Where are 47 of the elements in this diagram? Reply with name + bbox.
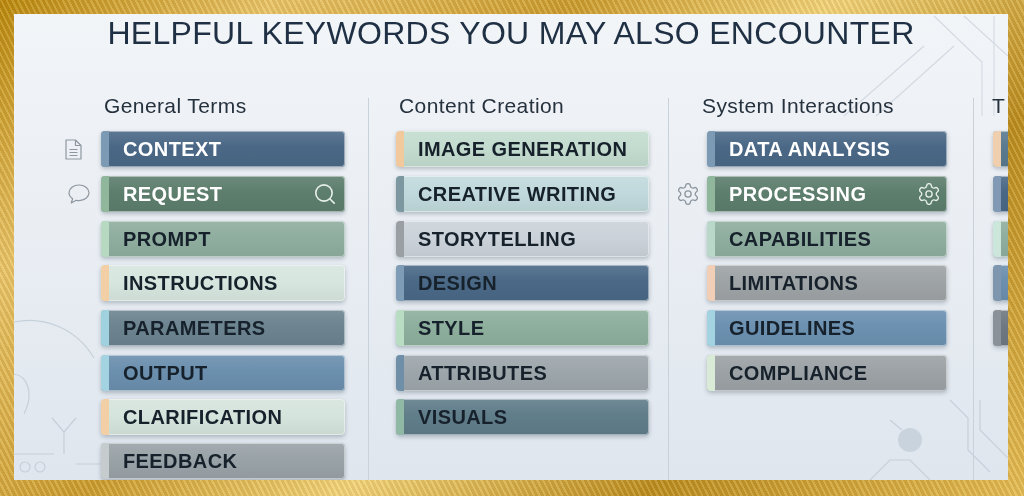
keyword-text: STORYTELLING [418, 227, 577, 251]
keyword-text: PROMPT [123, 227, 211, 251]
keyword-bar [101, 443, 345, 479]
keyword-bar [101, 355, 345, 391]
keyword-text: LIMITATIONS [729, 271, 859, 295]
column-heading: T [992, 94, 1006, 118]
keyword-text: DATA ANALYSIS [729, 137, 891, 161]
keyword-bar [707, 131, 947, 167]
keyword-text: GUIDELINES [729, 316, 856, 340]
column-heading: General Terms [104, 94, 247, 118]
keyword-text: PROCESSING [729, 182, 867, 206]
keyword-bar [707, 310, 947, 346]
keyword-bar [396, 176, 649, 212]
keyword-text: FEEDBACK [123, 449, 238, 473]
keyword-text: VISUALS [418, 405, 508, 429]
keyword-bar [101, 265, 345, 301]
keyword-bar [396, 131, 649, 167]
keyword-text: CLARIFICATION [123, 405, 283, 429]
keyword-bar [396, 310, 649, 346]
column-heading: Content Creation [399, 94, 565, 118]
keyword-text: CREATIVE WRITING [418, 182, 617, 206]
keyword-text: CAPABILITIES [729, 227, 872, 251]
keyword-bar [396, 265, 649, 301]
keyword-text: REQUEST [123, 182, 223, 206]
keyword-bar [101, 221, 345, 257]
keyword-text: IMAGE GENERATION [418, 137, 628, 161]
keyword-bar [396, 355, 649, 391]
keyword-bar [396, 221, 649, 257]
keyword-bar [707, 265, 947, 301]
column-heading: System Interactions [702, 94, 894, 118]
keyword-text: STYLE [418, 316, 485, 340]
title: HELPFUL KEYWORDS YOU MAY ALSO ENCOUNTER [106, 14, 916, 52]
keyword-text: INSTRUCTIONS [123, 271, 278, 295]
keyword-bar [396, 399, 649, 435]
keyword-text: PARAMETERS [123, 316, 266, 340]
keyword-bar [101, 399, 345, 435]
keyword-bar [707, 221, 947, 257]
keyword-text: COMPLIANCE [729, 361, 868, 385]
keyword-text: ATTRIBUTES [418, 361, 548, 385]
keyword-bar [101, 310, 345, 346]
keyword-bar [101, 131, 345, 167]
keyword-bar [707, 355, 947, 391]
keyword-text: DESIGN [418, 271, 498, 295]
keyword-bar [707, 176, 947, 212]
keyword-text: CONTEXT [123, 137, 222, 161]
keyword-bar [101, 176, 345, 212]
keyword-text: OUTPUT [123, 361, 208, 385]
